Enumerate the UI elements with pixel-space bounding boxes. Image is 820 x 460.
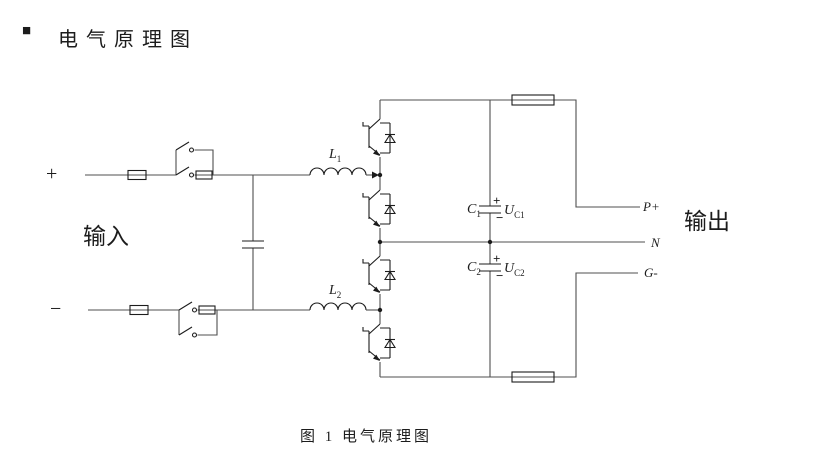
current-arrow-icon [372, 171, 379, 179]
l2-base: L [329, 283, 337, 298]
junction-dots [377, 172, 493, 313]
resistor-top [195, 170, 213, 180]
negative-bus-wire [380, 272, 638, 378]
l1-base: L [329, 147, 337, 162]
section-title: 电气原理图 [58, 29, 198, 51]
fuse-input-positive [127, 169, 147, 181]
voltage-uc2-label: UC2 [504, 262, 525, 280]
c2-minus-sign: − [496, 268, 504, 283]
c1-plus-sign: + [493, 193, 501, 208]
figure-caption: 图 1 电气原理图 [300, 429, 433, 445]
square-bullet-icon: ■ [22, 23, 32, 39]
terminal-neutral-label: N [651, 235, 660, 250]
uc2-base: U [504, 261, 515, 276]
dc-link-capacitor-branch [479, 100, 501, 377]
switch-main-bottom [178, 301, 198, 313]
output-label: 输出 [684, 209, 730, 234]
igbt-q3 [362, 255, 396, 294]
capacitor-c2-label: C2 [467, 261, 481, 279]
c1-sub: 1 [476, 208, 481, 219]
input-negative-wire [88, 309, 310, 336]
fuse-bus-bottom [511, 371, 555, 383]
uc2-sub: C2 [514, 267, 525, 278]
l1-sub: 1 [336, 153, 342, 164]
capacitor-c1 [479, 205, 501, 214]
c2-base: C [467, 260, 477, 275]
capacitor-c2 [479, 263, 501, 272]
fuse-input-negative [129, 304, 149, 316]
switch-bypass-bottom [178, 326, 198, 338]
inductor-l2 [309, 302, 367, 311]
input-minus-sign: − [50, 298, 62, 320]
l2-sub: 2 [336, 289, 342, 300]
input-positive-wire [85, 149, 310, 176]
resistor-bottom [198, 305, 216, 315]
igbt-q1 [362, 118, 396, 157]
input-filter-capacitor [242, 175, 264, 310]
switch-main-top [175, 166, 195, 178]
input-label: 输入 [83, 224, 129, 249]
fuse-bus-top [511, 94, 555, 106]
uc1-base: U [504, 203, 515, 218]
inductor-l1 [309, 167, 367, 176]
capacitor-c1-label: C1 [467, 203, 481, 221]
c1-minus-sign: − [496, 210, 504, 225]
inductor-l1-label: L1 [329, 148, 341, 166]
igbt-q4 [362, 323, 396, 362]
igbt-q2 [362, 189, 396, 228]
c1-base: C [467, 202, 477, 217]
switch-bypass-top [175, 141, 195, 153]
input-plus-sign: + [46, 163, 58, 185]
voltage-uc1-label: UC1 [504, 204, 525, 222]
c2-sub: 2 [476, 266, 481, 277]
inductor-l2-label: L2 [329, 284, 341, 302]
c2-plus-sign: + [493, 251, 501, 266]
uc1-sub: C1 [514, 209, 525, 220]
terminal-g-minus-label: G- [644, 265, 658, 280]
terminal-p-plus-label: P+ [643, 199, 660, 214]
positive-bus-wire [380, 99, 640, 208]
